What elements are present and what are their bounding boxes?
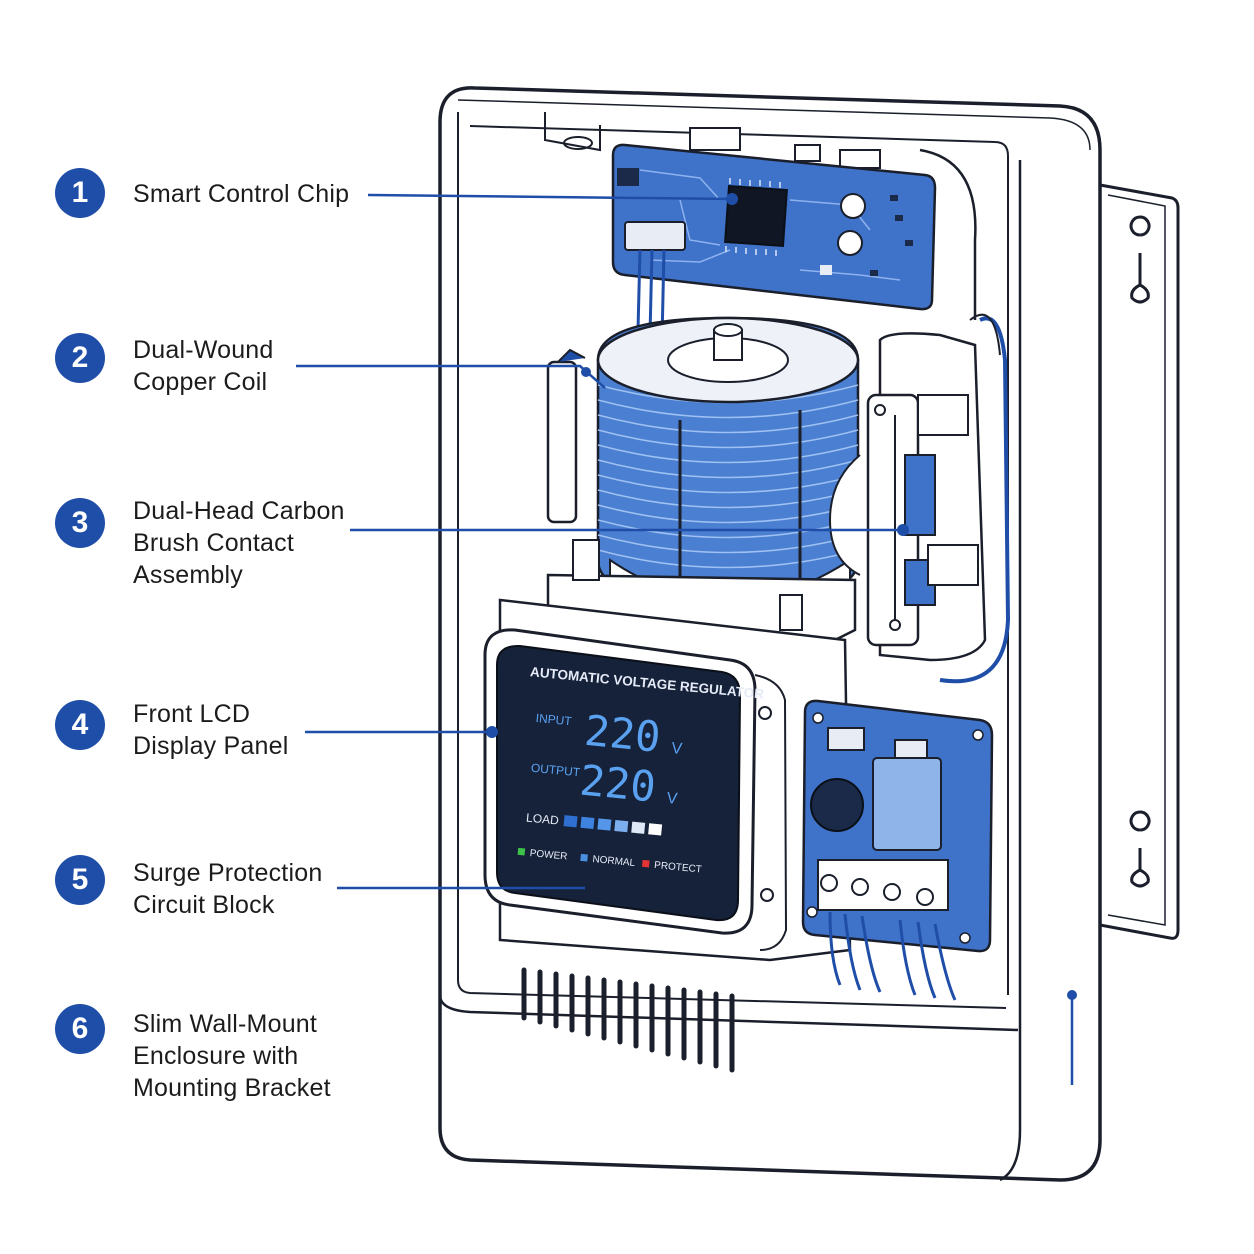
lcd-output-unit: V <box>666 790 679 808</box>
leader-dot-6 <box>1067 990 1077 1000</box>
lcd-protect-label: PROTECT <box>654 860 703 876</box>
callout-1-line-1: Smart Control Chip <box>133 180 350 208</box>
copper-coil <box>596 316 860 621</box>
load-bar-4 <box>614 820 629 833</box>
lcd-power-label: POWER <box>529 848 568 863</box>
lcd-input-unit: V <box>671 740 684 758</box>
lcd-input-value: 220 <box>582 706 662 762</box>
varistor-icon <box>810 778 864 832</box>
callout-4: 4 Front LCD Display Panel <box>55 700 288 762</box>
lcd-normal-label: NORMAL <box>592 854 636 869</box>
callout-3-line-2: Brush Contact <box>133 529 295 557</box>
callout-badge-4: 4 <box>55 700 105 750</box>
callout-label-1: Smart Control Chip <box>133 178 349 210</box>
control-pcb <box>611 143 937 311</box>
callout-2-line-2: Copper Coil <box>133 368 268 396</box>
load-bar-2 <box>580 816 595 829</box>
callout-1: 1 Smart Control Chip <box>55 168 349 218</box>
callout-3: 3 Dual-Head Carbon Brush Contact Assembl… <box>55 495 345 591</box>
callout-6: 6 Slim Wall-Mount Enclosure with Mountin… <box>55 1004 331 1104</box>
callout-5: 5 Surge Protection Circuit Block <box>55 855 322 921</box>
callout-label-6: Slim Wall-Mount Enclosure with Mounting … <box>133 1008 331 1104</box>
leader-dots <box>486 193 1077 1000</box>
lcd-output-value: 220 <box>578 756 658 812</box>
lcd-housing <box>483 598 852 962</box>
carbon-brush-assembly <box>828 313 1011 684</box>
callout-label-5: Surge Protection Circuit Block <box>133 857 322 921</box>
callout-3-line-1: Dual-Head Carbon <box>133 497 345 525</box>
callout-badge-5: 5 <box>55 855 105 905</box>
load-bars <box>563 815 663 836</box>
pcb-connector <box>624 221 686 251</box>
callout-badge-2: 2 <box>55 333 105 383</box>
protect-led-icon <box>641 859 650 868</box>
callout-badge-3: 3 <box>55 498 105 548</box>
callout-4-line-2: Display Panel <box>133 732 289 760</box>
load-bar-1 <box>563 815 578 828</box>
top-hardware <box>544 112 977 320</box>
leader-dot-1 <box>726 193 738 205</box>
leader-dot-2 <box>581 367 591 377</box>
lcd-load-label: LOAD <box>526 810 560 827</box>
callout-label-3: Dual-Head Carbon Brush Contact Assembly <box>133 495 345 591</box>
power-led-icon <box>517 847 526 856</box>
keyhole-icon <box>1129 810 1151 888</box>
callout-label-4: Front LCD Display Panel <box>133 698 288 762</box>
vent-slots <box>521 967 735 1073</box>
leader-dot-3 <box>897 524 909 536</box>
surge-protection-board <box>801 699 994 1001</box>
tension-rod <box>546 348 586 524</box>
keyhole-icon <box>1129 215 1151 304</box>
load-bar-3 <box>597 818 612 831</box>
normal-led-icon <box>580 853 588 862</box>
lcd-output-label: OUTPUT <box>530 761 581 780</box>
callout-label-2: Dual-Wound Copper Coil <box>133 334 274 398</box>
callout-badge-1: 1 <box>55 168 105 218</box>
leader-line-2 <box>296 364 606 389</box>
callout-6-line-1: Slim Wall-Mount <box>133 1010 318 1038</box>
callout-6-line-3: Mounting Bracket <box>133 1074 331 1102</box>
leader-dot-4 <box>486 726 498 738</box>
callout-5-line-1: Surge Protection <box>133 859 323 887</box>
mounting-bracket <box>1098 183 1180 940</box>
load-bar-5 <box>631 821 646 834</box>
relay-icon <box>872 757 942 851</box>
lcd-screen <box>496 644 742 922</box>
callout-4-line-1: Front LCD <box>133 700 251 728</box>
load-bar-6 <box>648 823 663 836</box>
leader-line-1 <box>367 193 733 201</box>
callout-3-line-3: Assembly <box>133 561 243 589</box>
lcd-input-label: INPUT <box>535 711 573 728</box>
callout-2: 2 Dual-Wound Copper Coil <box>55 333 274 398</box>
callout-badge-6: 6 <box>55 1004 105 1054</box>
callout-6-line-2: Enclosure with <box>133 1042 299 1070</box>
callout-5-line-2: Circuit Block <box>133 891 275 919</box>
callout-2-line-1: Dual-Wound <box>133 336 274 364</box>
control-chip <box>724 184 788 248</box>
leader-lines <box>296 193 1074 1085</box>
